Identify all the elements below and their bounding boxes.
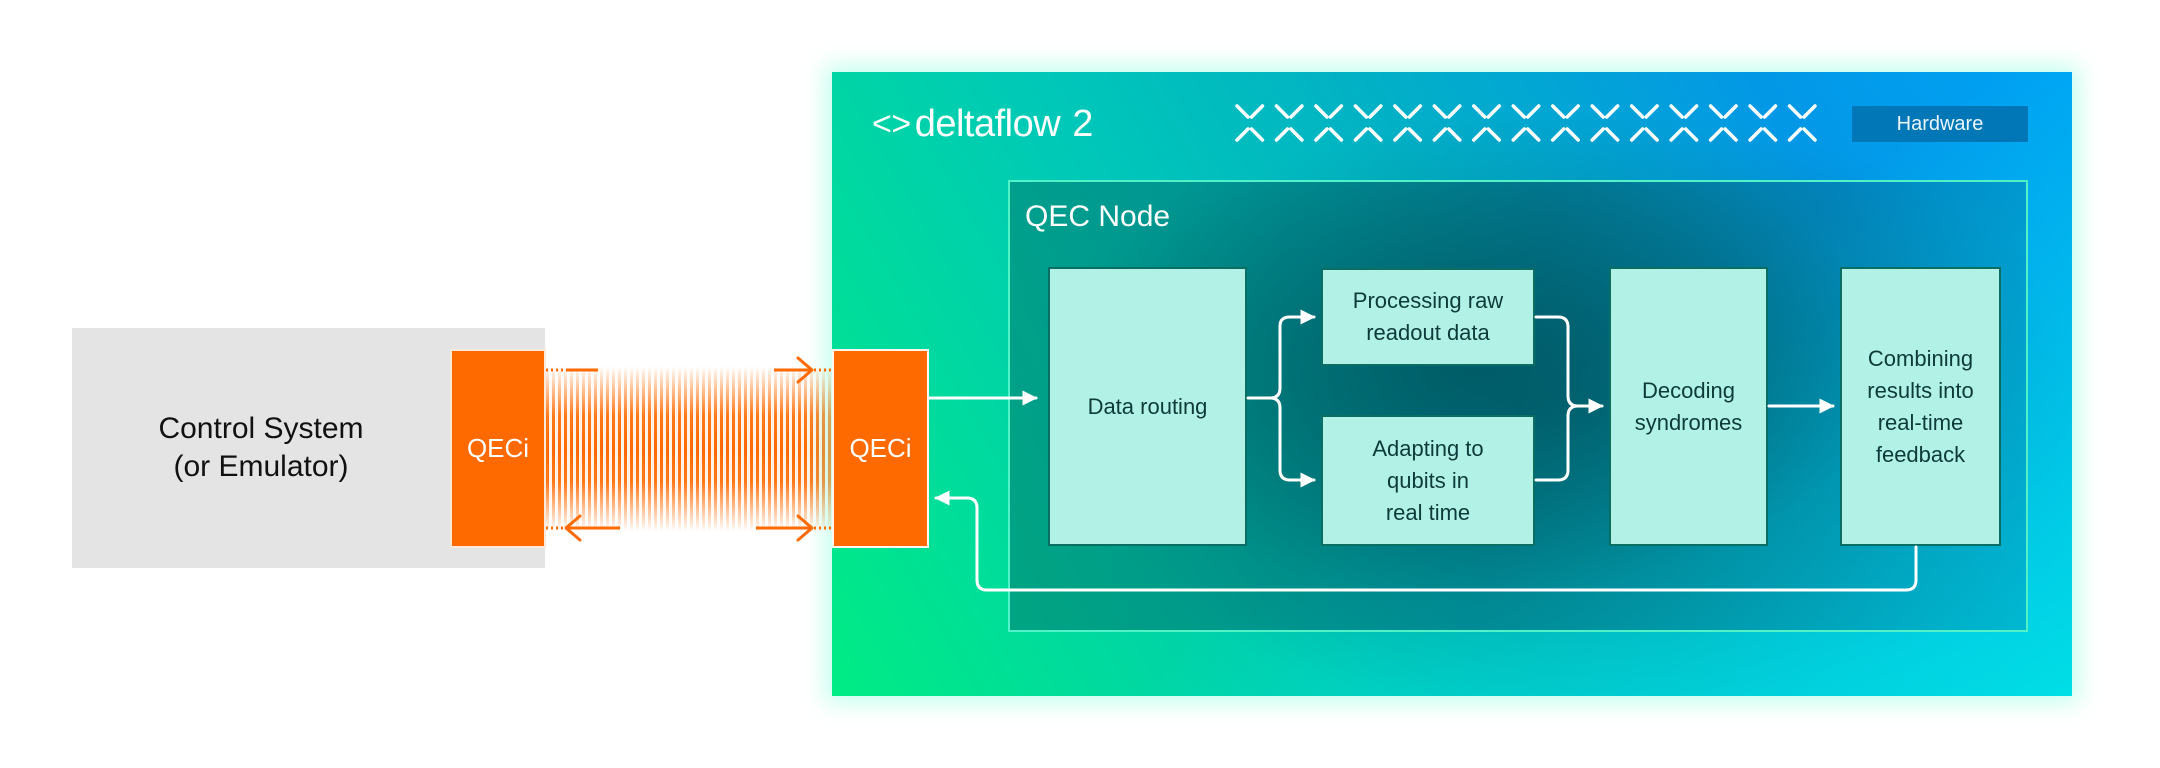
x-mark <box>1353 104 1383 142</box>
code-brackets-icon: <> <box>872 104 911 143</box>
brand-name: deltaflow <box>914 102 1061 145</box>
x-pattern-decoration <box>1235 104 1817 142</box>
step-adapting-qubits: Adapting to qubits in real time <box>1321 415 1535 546</box>
x-mark <box>1511 104 1541 142</box>
x-mark <box>1472 104 1502 142</box>
x-mark <box>1669 104 1699 142</box>
control-system-label: Control System (or Emulator) <box>158 412 364 483</box>
x-mark <box>1629 104 1659 142</box>
x-mark <box>1314 104 1344 142</box>
hardware-badge: Hardware <box>1852 106 2028 142</box>
step-processing-readout: Processing raw readout data <box>1321 268 1535 366</box>
x-mark <box>1550 104 1580 142</box>
step-combining-feedback: Combining results into real-time feedbac… <box>1840 267 2001 546</box>
qec-node-title: QEC Node <box>1025 200 1171 233</box>
x-mark <box>1708 104 1738 142</box>
step-data-routing: Data routing <box>1048 267 1247 546</box>
x-mark <box>1787 104 1817 142</box>
deltaflow-logo: <> deltaflow 2 <box>872 96 1093 152</box>
x-mark <box>1590 104 1620 142</box>
x-mark <box>1393 104 1423 142</box>
x-mark <box>1432 104 1462 142</box>
data-link-band <box>546 366 832 532</box>
qeci-interface-deltaflow: QECi <box>832 349 929 548</box>
x-mark <box>1748 104 1778 142</box>
brand-version: 2 <box>1072 102 1093 145</box>
qeci-interface-control: QECi <box>450 349 546 548</box>
step-decoding-syndromes: Decoding syndromes <box>1609 267 1768 546</box>
x-mark <box>1235 104 1265 142</box>
x-mark <box>1274 104 1304 142</box>
